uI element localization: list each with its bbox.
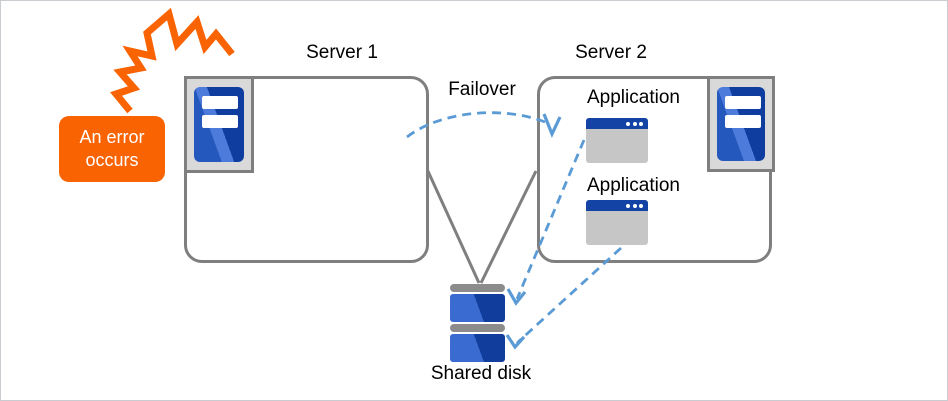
application2-window-icon [586, 200, 648, 245]
server-tower-body [194, 87, 244, 162]
error-badge-line2: occurs [85, 150, 139, 170]
shared-disk-icon [450, 284, 505, 362]
tower-slot [202, 115, 238, 128]
window-body [586, 129, 648, 163]
window-titlebar [586, 200, 648, 211]
application1-label: Application [587, 87, 680, 108]
server1-label: Server 1 [306, 42, 378, 63]
shared-disk-label: Shared disk [430, 363, 532, 384]
window-dot [632, 203, 637, 208]
window-body [586, 211, 648, 245]
error-badge-line1: An error [79, 127, 145, 147]
tower-slot [725, 115, 761, 128]
error-badge: An error occurs [59, 116, 165, 182]
server-tower-body [717, 87, 765, 161]
window-dot [639, 121, 643, 126]
server1-to-disk-line [425, 168, 481, 284]
server2-label: Server 2 [575, 42, 647, 63]
disk-segment [450, 294, 505, 322]
window-dot [626, 203, 630, 208]
server2-to-disk-line [479, 170, 538, 284]
server2-tower-icon [707, 76, 775, 172]
window-dot [639, 203, 643, 208]
window-dot [626, 121, 630, 126]
failover-label: Failover [448, 79, 516, 100]
tower-slot [202, 96, 238, 109]
application2-label: Application [587, 175, 680, 196]
server1-tower-icon [184, 76, 254, 173]
window-dot [632, 121, 637, 126]
disk-segment [450, 334, 505, 362]
window-titlebar [586, 118, 648, 129]
tower-slot [725, 96, 761, 109]
disk-cap [450, 284, 505, 292]
disk-cap [450, 324, 505, 332]
application1-window-icon [586, 118, 648, 163]
